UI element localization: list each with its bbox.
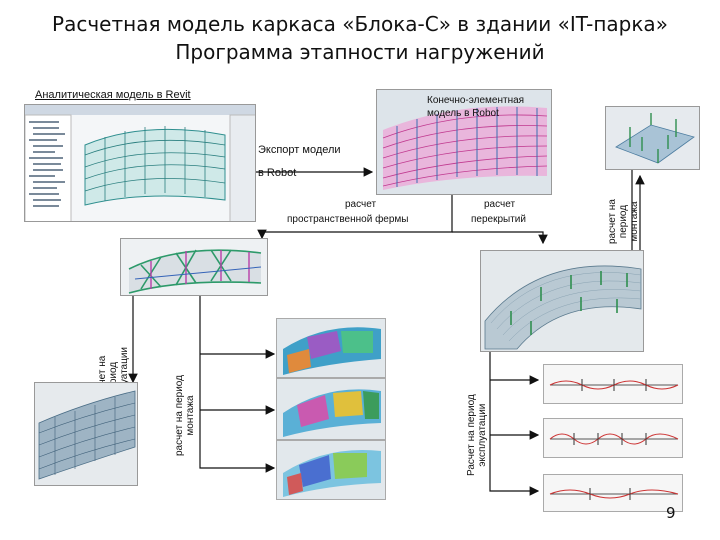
erection-label-left: расчет на период монтажа [174, 375, 196, 456]
erection-stage-2-screenshot [276, 378, 386, 440]
export-label-line2: в Robot [258, 167, 296, 179]
calc-frame-label-line2: пространственной фермы [287, 214, 409, 225]
revit-model-screenshot [24, 104, 256, 222]
erection-stage-3-screenshot [276, 440, 386, 500]
erection-label-top-right: расчет на период монтажа [607, 199, 640, 244]
erection-slab-screenshot [605, 106, 700, 170]
calc-floors-label-line2: перекрытий [471, 214, 526, 225]
fe-model-label-line1: Конечно-элементная [427, 95, 524, 106]
result-diagram-2 [543, 418, 683, 458]
calc-frame-label-line1: расчет [345, 199, 376, 210]
operation-frame-screenshot [34, 382, 138, 486]
operation-label-right: Расчет на период эксплуатации [466, 394, 488, 476]
floors-model-screenshot [480, 250, 644, 352]
calc-floors-label-line1: расчет [484, 199, 515, 210]
space-frame-screenshot [120, 238, 268, 296]
revit-model-label: Аналитическая модель в Revit [35, 89, 191, 101]
result-diagram-3 [543, 474, 683, 512]
fe-model-label-line2: модель в Robot [427, 108, 499, 119]
result-diagram-1 [543, 364, 683, 404]
erection-stage-1-screenshot [276, 318, 386, 378]
export-label-line1: Экспорт модели [258, 144, 341, 156]
page-number: 9 [666, 504, 676, 522]
